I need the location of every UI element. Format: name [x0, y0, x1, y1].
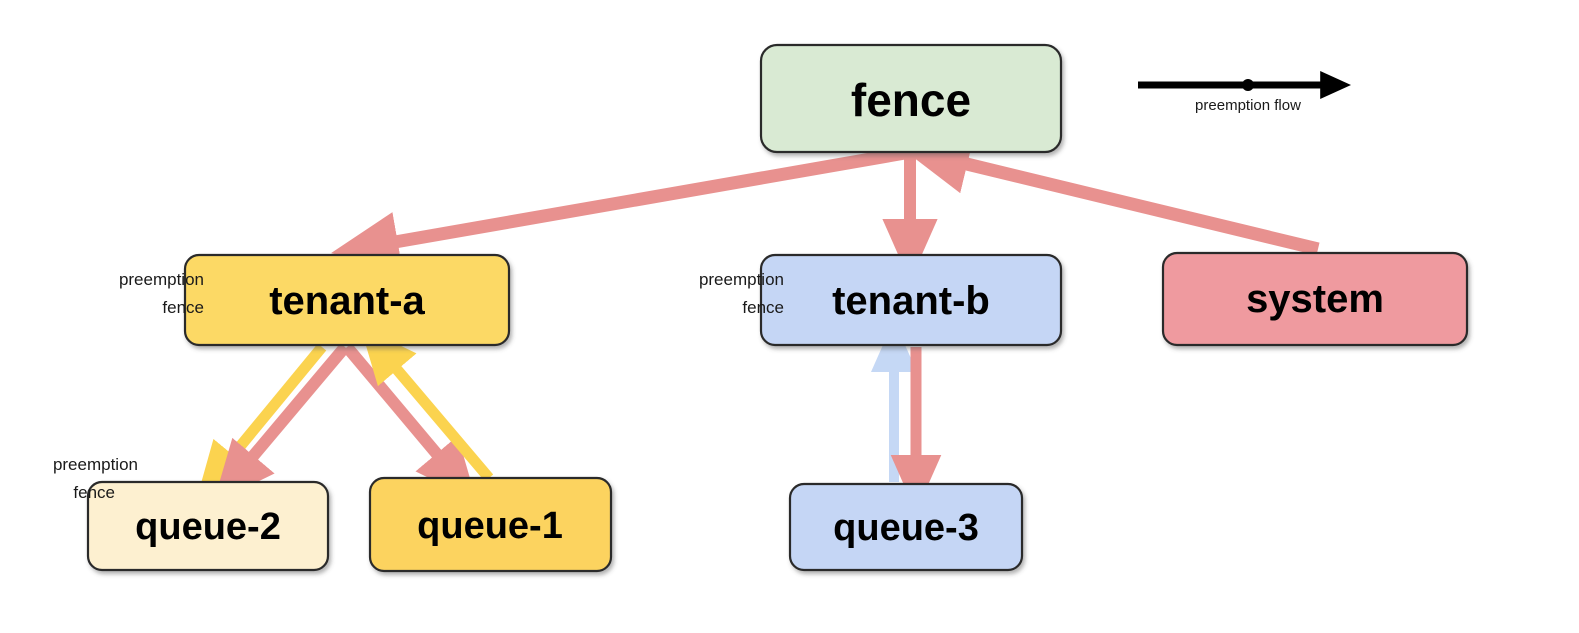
fence-label-queue-2-line2: fence	[73, 483, 115, 502]
node-tenant-a-label: tenant-a	[269, 279, 425, 323]
node-queue-3-rect[interactable]	[788, 482, 1024, 572]
node-queue-3[interactable]: queue-3	[788, 482, 1024, 572]
fence-label-tenant-b-line2: fence	[742, 298, 784, 317]
legend-preemption-flow: preemption flow	[1138, 71, 1352, 114]
legend-midpoint-dot-icon	[1242, 79, 1254, 91]
node-queue-2-label: queue-2	[135, 506, 281, 548]
node-system-label: system	[1246, 277, 1384, 321]
fence-label-tenant-b: preemption fence	[699, 270, 784, 317]
fence-label-queue-2: preemption fence	[53, 455, 138, 502]
fence-label-tenant-b-line1: preemption	[699, 270, 784, 289]
node-tenant-b-label: tenant-b	[832, 279, 990, 323]
edge-layer	[196, 135, 1320, 513]
node-tenant-a-rect[interactable]	[183, 253, 511, 347]
edge-fence-to-tenant-a	[331, 146, 907, 271]
edge-tenant-a-to-queue-2-yellow	[196, 343, 327, 500]
node-fence-rect[interactable]	[759, 43, 1063, 154]
edge-tenant-a-to-queue-2-pink	[213, 343, 350, 504]
node-tenant-b-rect[interactable]	[759, 253, 1063, 347]
fence-label-tenant-a-line2: fence	[162, 298, 204, 317]
node-system[interactable]: system	[1161, 251, 1469, 347]
node-tenant-b[interactable]: tenant-b	[759, 253, 1063, 347]
edge-system-to-fence	[901, 135, 1320, 256]
node-queue-3-label: queue-3	[833, 507, 979, 549]
node-queue-1-label: queue-1	[417, 505, 563, 547]
node-fence-label: fence	[851, 74, 971, 126]
node-queue-2[interactable]: queue-2	[86, 480, 330, 572]
node-queue-2-rect[interactable]	[86, 480, 330, 572]
node-queue-1[interactable]: queue-1	[368, 476, 613, 573]
edge-queue-1-to-tenant-a-yellow	[360, 326, 494, 482]
fence-label-queue-2-line1: preemption	[53, 455, 138, 474]
node-tenant-a[interactable]: tenant-a	[183, 253, 511, 347]
fence-label-tenant-a-line1: preemption	[119, 270, 204, 289]
node-fence[interactable]: fence	[759, 43, 1063, 154]
fence-label-tenant-a: preemption fence	[119, 270, 204, 317]
node-queue-1-rect[interactable]	[368, 476, 613, 573]
legend-label: preemption flow	[1195, 97, 1301, 114]
node-system-rect[interactable]	[1161, 251, 1469, 347]
